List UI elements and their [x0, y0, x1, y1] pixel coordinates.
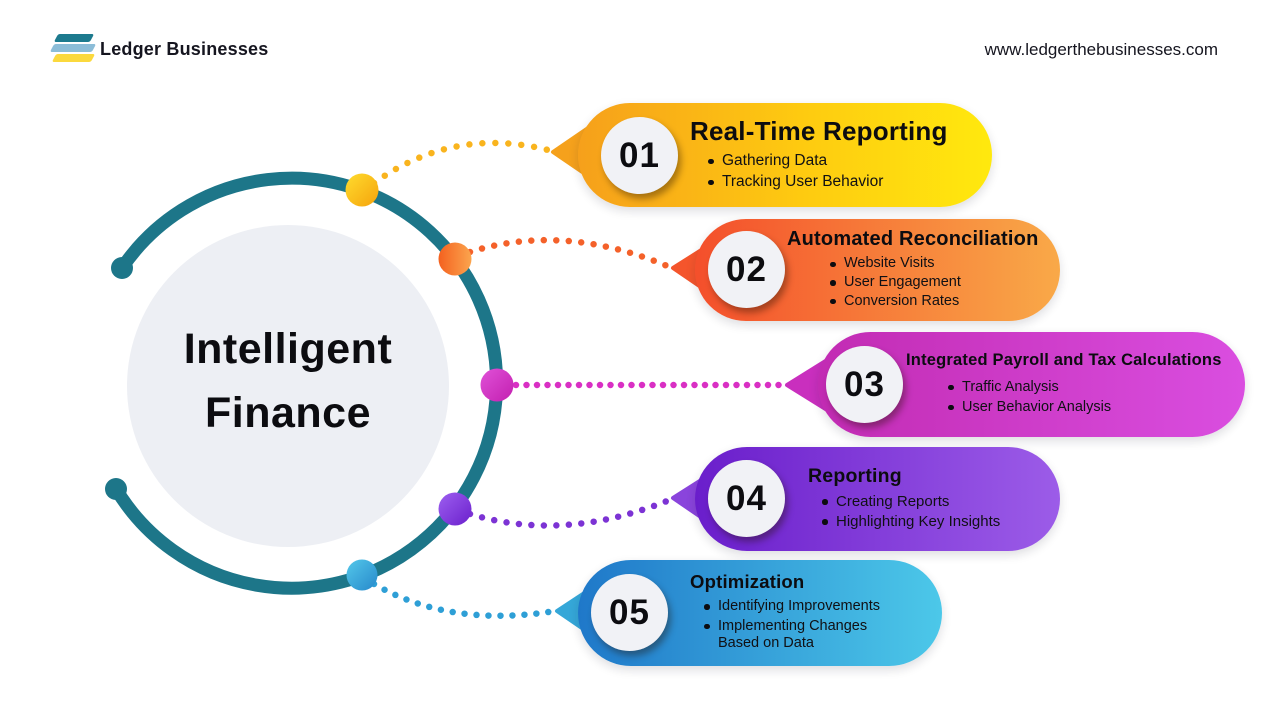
ring-dot-5 — [346, 559, 378, 591]
step-title-3: Integrated Payroll and Tax Calculations — [906, 350, 1222, 369]
connector-dotted-2 — [466, 236, 676, 272]
step-number-2: 02 — [726, 249, 767, 289]
ring-dot-1 — [345, 173, 379, 207]
step-title-2: Automated Reconciliation — [787, 228, 1039, 251]
step-card-3: 03 Integrated Payroll and Tax Calculatio… — [818, 332, 1245, 437]
header: Ledger Businesses www.ledgerthebusinesse… — [0, 0, 1280, 70]
step-bullet-item: Tracking User Behavior — [707, 173, 992, 192]
step-number-circle-1: 01 — [601, 117, 678, 194]
step-bullet-item: Implementing Changes Based on Data — [703, 618, 903, 653]
step-bullet-item: Highlighting Key Insights — [821, 513, 1060, 531]
step-card-5: 05 Optimization Identifying Improvements… — [578, 560, 942, 666]
step-title-1: Real-Time Reporting — [690, 116, 948, 147]
center-circle — [127, 225, 449, 547]
step-bullet-item: Identifying Improvements — [703, 598, 903, 616]
center-title: Intelligent Finance — [128, 318, 448, 445]
step-number-circle-4: 04 — [708, 460, 785, 537]
connector-dotted-5 — [370, 580, 559, 619]
connector-dotted-1 — [370, 139, 556, 187]
ring-dot-3 — [480, 368, 514, 402]
center-title-line1: Intelligent — [183, 325, 393, 373]
step-bullet-item: Conversion Rates — [829, 293, 1060, 311]
step-title-5: Optimization — [690, 570, 805, 592]
step-card-body-3: Integrated Payroll and Tax Calculations … — [818, 351, 1245, 418]
ring-endpoint-bottom — [105, 478, 127, 500]
step-number-circle-5: 05 — [591, 574, 668, 651]
ring-endpoint-top — [111, 257, 133, 279]
step-bullet-item: Creating Reports — [821, 493, 1060, 511]
ring-dot-4 — [438, 492, 472, 526]
step-number-3: 03 — [844, 364, 885, 404]
step-bullet-item: Traffic Analysis — [947, 379, 1245, 397]
brand-name: Ledger Businesses — [100, 39, 269, 59]
step-bullet-item: User Engagement — [829, 274, 1060, 292]
step-bullet-item: Gathering Data — [707, 152, 992, 171]
step-number-5: 05 — [609, 592, 650, 632]
step-number-1: 01 — [619, 135, 660, 175]
step-bullet-item: User Behavior Analysis — [947, 399, 1245, 417]
step-card-2: 02 Automated Reconciliation Website Visi… — [695, 219, 1060, 321]
step-number-circle-3: 03 — [826, 346, 903, 423]
step-bullet-item: Website Visits — [829, 255, 1060, 273]
step-number-4: 04 — [726, 478, 767, 518]
website-url: www.ledgerthebusinesses.com — [984, 40, 1218, 59]
step-number-circle-2: 02 — [708, 231, 785, 308]
center-title-line2: Finance — [205, 388, 371, 437]
step-title-4: Reporting — [808, 464, 902, 487]
ring-dot-2 — [438, 242, 472, 276]
connector-dotted-4 — [466, 495, 676, 529]
